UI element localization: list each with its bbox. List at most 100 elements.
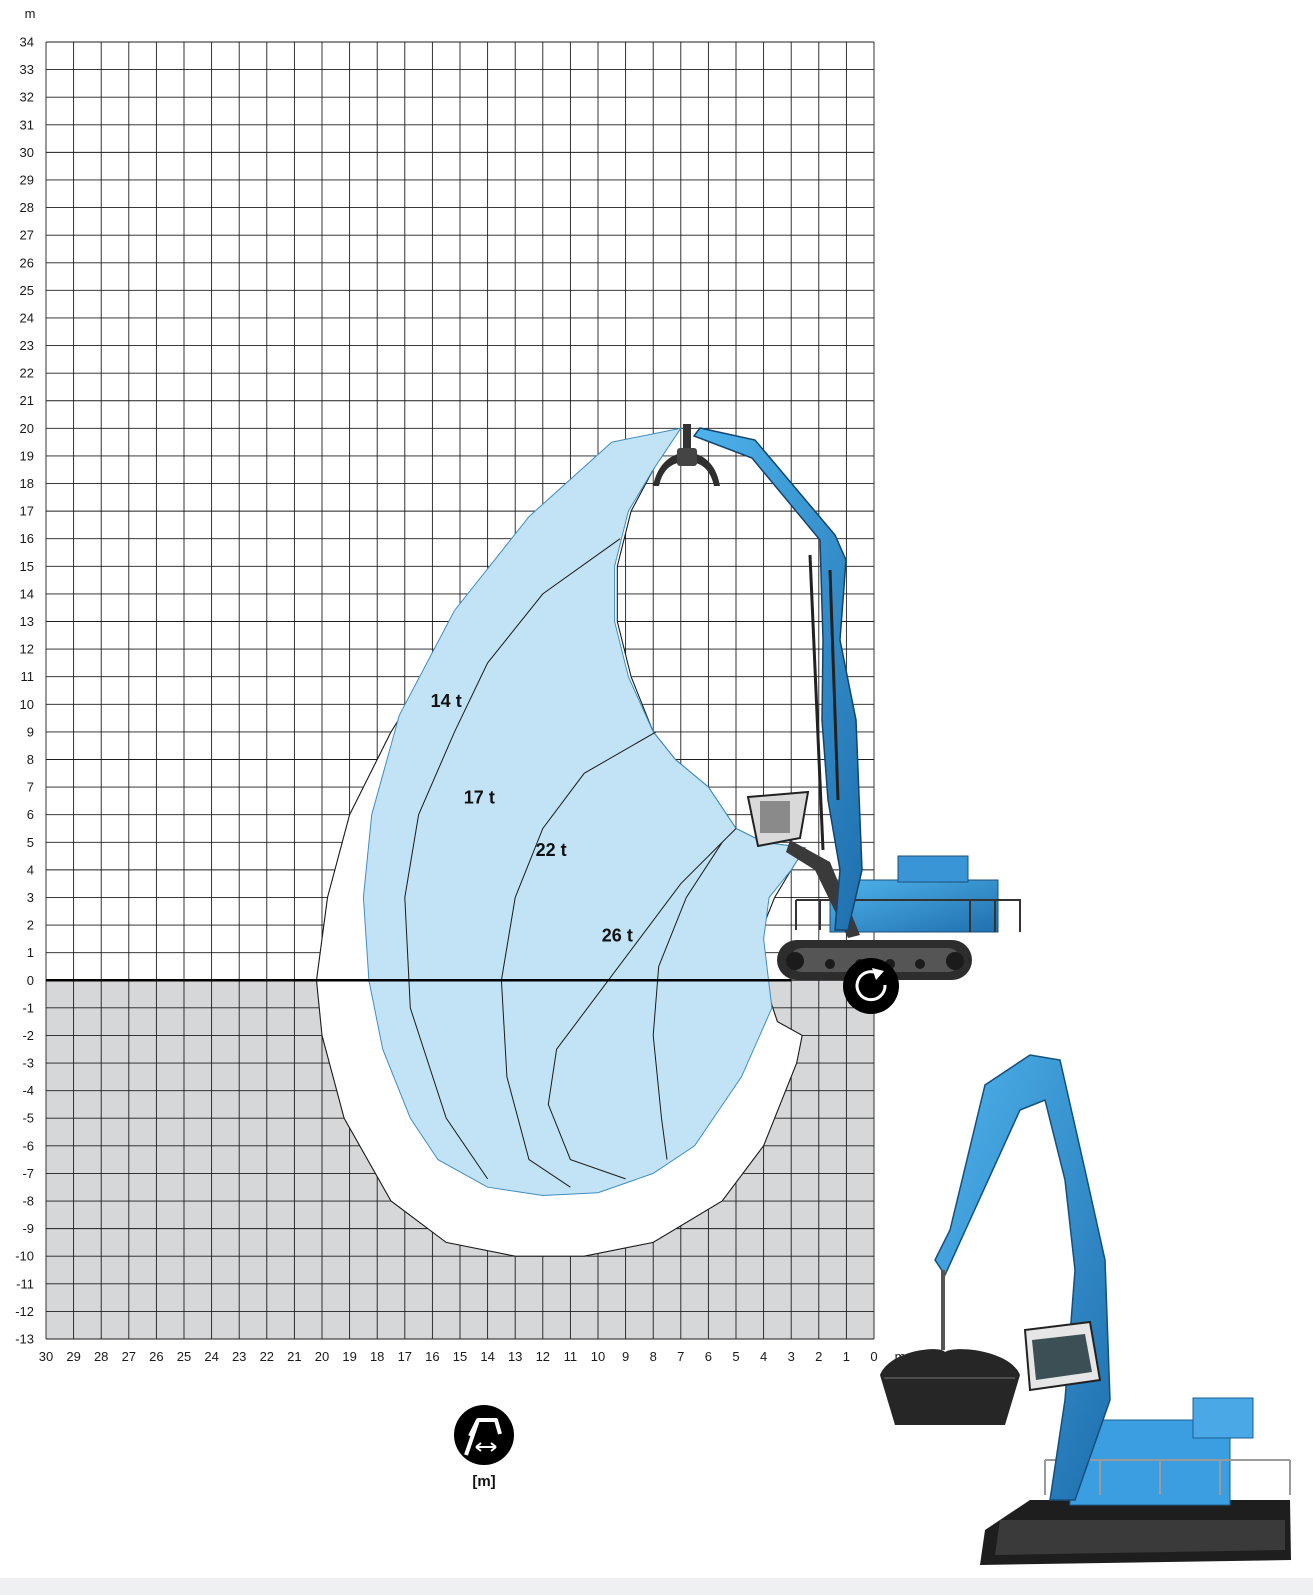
y-tick-label: 0 [27, 973, 34, 988]
stick [683, 424, 691, 454]
x-tick-label: 19 [342, 1349, 356, 1364]
y-tick-label: 20 [20, 421, 34, 436]
x-tick-label: 8 [650, 1349, 657, 1364]
y-tick-label: 33 [20, 62, 34, 77]
y-tick-label: -10 [15, 1249, 34, 1264]
cab-window [760, 801, 790, 833]
x-tick-label: 23 [232, 1349, 246, 1364]
y-tick-label: -4 [22, 1083, 34, 1098]
x-tick-label: 13 [508, 1349, 522, 1364]
excavator-side-view [653, 424, 1021, 980]
y-tick-label: 27 [20, 228, 34, 243]
grapple [653, 448, 720, 486]
y-tick-label: 6 [27, 807, 34, 822]
reach-icon-caption: [m] [472, 1473, 495, 1490]
y-tick-label: 16 [20, 531, 34, 546]
rotation-arrow-icon [843, 958, 899, 1014]
engine-hood [897, 855, 969, 883]
x-tick-label: 9 [622, 1349, 629, 1364]
x-tick-label: 17 [398, 1349, 412, 1364]
y-tick-label: 3 [27, 890, 34, 905]
x-tick-label: 6 [705, 1349, 712, 1364]
capacity-curve-26-t [547, 828, 737, 1180]
y-tick-label: -1 [22, 1000, 34, 1015]
y-tick-label: 2 [27, 918, 34, 933]
y-tick-label: 13 [20, 614, 34, 629]
y-tick-label: -6 [22, 1138, 34, 1153]
y-tick-label: -7 [22, 1166, 34, 1181]
x-tick-label: 20 [315, 1349, 329, 1364]
zone-label-26-t: 26 t [602, 926, 633, 946]
x-tick-label: 27 [122, 1349, 136, 1364]
x-tick-label: 16 [425, 1349, 439, 1364]
y-tick-label: 30 [20, 145, 34, 160]
x-tick-label: 0 [870, 1349, 877, 1364]
y-tick-label: 12 [20, 642, 34, 657]
capacity-curve-22-t [500, 731, 657, 1188]
y-tick-label: 21 [20, 393, 34, 408]
y-tick-label: 4 [27, 862, 34, 877]
y-tick-label: -8 [22, 1194, 34, 1209]
y-tick-label: -11 [16, 1276, 34, 1291]
x-tick-label: 5 [732, 1349, 739, 1364]
zone-labels: 14 t 17 t 22 t 26 t [431, 691, 633, 946]
x-tick-label: 18 [370, 1349, 384, 1364]
y-tick-label: 34 [20, 35, 34, 50]
x-tick-label: 29 [66, 1349, 80, 1364]
x-tick-label: 10 [591, 1349, 605, 1364]
x-tick-label: 12 [536, 1349, 550, 1364]
y-tick-label: 8 [27, 752, 34, 767]
zone-label-17-t: 17 t [464, 788, 495, 808]
reach-arm-icon [454, 1405, 514, 1465]
y-tick-label: -2 [22, 1028, 34, 1043]
y-tick-label: -13 [15, 1332, 34, 1347]
y-tick-label: 31 [20, 117, 34, 132]
y-tick-label: 1 [27, 945, 34, 960]
excavator-product-illustration [880, 1054, 1291, 1565]
capacity-zone-14-t [362, 427, 806, 1197]
y-tick-label: 23 [20, 338, 34, 353]
capacity-curve-inner-4 [652, 842, 723, 1160]
y-tick-label: 5 [27, 835, 34, 850]
x-tick-label: 11 [564, 1349, 578, 1364]
x-tick-label: 28 [94, 1349, 108, 1364]
x-tick-label: 2 [815, 1349, 822, 1364]
y-tick-label: 26 [20, 255, 34, 270]
y-tick-label: 9 [27, 724, 34, 739]
y-tick-label: -9 [22, 1221, 34, 1236]
x-tick-label: 14 [480, 1349, 494, 1364]
x-tick-label: 7 [677, 1349, 684, 1364]
y-tick-label: -3 [22, 1056, 34, 1071]
x-tick-label: 30 [39, 1349, 53, 1364]
zone-label-22-t: 22 t [536, 840, 567, 860]
hydraulic-cylinders [808, 554, 840, 851]
y-tick-label: 10 [20, 697, 34, 712]
y-tick-label: 22 [20, 366, 34, 381]
x-tick-label: 4 [760, 1349, 767, 1364]
y-tick-label: 17 [20, 504, 34, 519]
boom [692, 427, 863, 931]
y-axis-unit: m [25, 6, 36, 21]
capacity-curve-17-t [404, 538, 621, 1180]
y-tick-label: 29 [20, 172, 34, 187]
y-tick-label: -12 [15, 1304, 34, 1319]
zone-label-14-t: 14 t [431, 691, 462, 711]
footer-band [0, 1578, 1313, 1595]
capacity-zones [362, 427, 806, 1197]
y-tick-label: 11 [21, 669, 35, 684]
y-tick-label: 32 [20, 90, 34, 105]
y-tick-label: -5 [22, 1111, 34, 1126]
x-tick-label: 24 [204, 1349, 218, 1364]
x-tick-label: 22 [260, 1349, 274, 1364]
y-tick-label: 7 [27, 780, 34, 795]
y-tick-label: 24 [20, 310, 34, 325]
y-tick-label: 19 [20, 448, 34, 463]
x-tick-label: 1 [843, 1349, 850, 1364]
y-tick-label: 25 [20, 283, 34, 298]
y-tick-label: 18 [20, 476, 34, 491]
y-tick-label: 28 [20, 200, 34, 215]
y-tick-label: 14 [20, 586, 34, 601]
x-tick-label: 3 [788, 1349, 795, 1364]
